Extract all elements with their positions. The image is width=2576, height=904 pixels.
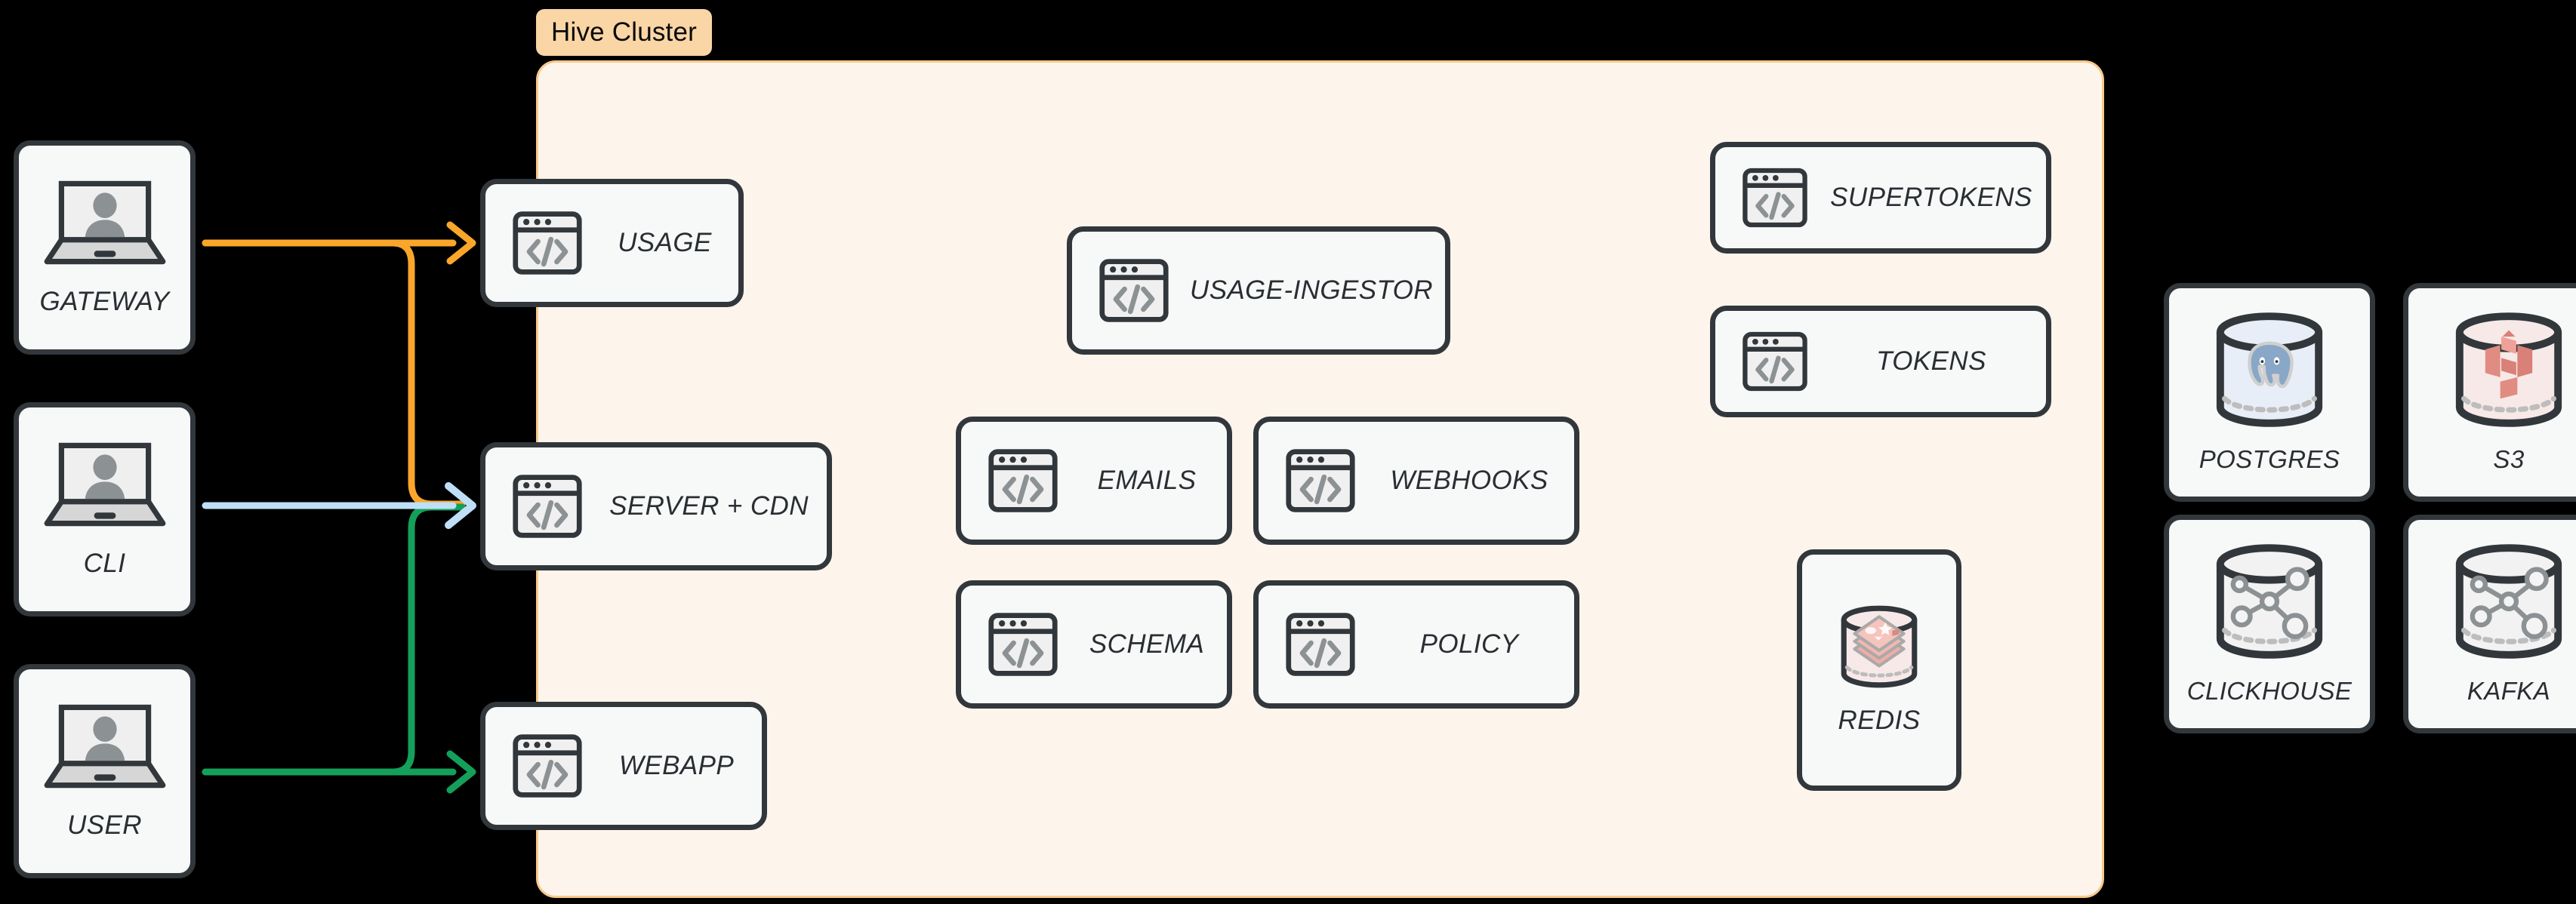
code-window-icon [1741,327,1809,395]
code-window-icon [511,207,584,279]
code-window-icon [513,734,582,798]
node-label: USAGE [618,228,712,257]
node-label: POSTGRES [2199,445,2340,473]
code-window-icon [987,608,1059,681]
store-node-clickhouse[interactable]: CLICKHOUSE [2164,515,2375,733]
hive-cluster-label: Hive Cluster [536,9,713,56]
node-label: SERVER + CDN [609,491,809,521]
service-node-emails[interactable]: EMAILS [956,417,1232,545]
node-label: KAFKA [2467,677,2551,705]
node-label: S3 [2493,445,2525,473]
generic-db-icon [2205,543,2334,660]
laptop-person-icon [44,704,165,789]
node-label: USAGE-INGESTOR [1190,275,1433,305]
store-node-redis[interactable]: REDIS [1797,549,1961,791]
code-window-icon [1742,331,1807,392]
laptop-person-icon [42,178,168,267]
store-node-postgres[interactable]: POSTGRES [2164,283,2375,502]
laptop-person-icon [42,440,168,529]
code-window-icon [1284,608,1357,681]
store-node-kafka[interactable]: KAFKA [2403,515,2576,733]
store-node-s3[interactable]: S3 [2403,283,2576,502]
service-node-supertokens[interactable]: SUPERTOKENS [1710,142,2051,254]
code-window-icon [513,211,582,275]
code-window-icon [1742,168,1807,228]
edge-cli-to-server-cdn [202,482,476,529]
node-label: SUPERTOKENS [1830,183,2032,212]
node-label: TOKENS [1876,346,1986,376]
node-label: EMAILS [1097,466,1197,495]
service-node-server-cdn[interactable]: SERVER + CDN [480,442,832,570]
code-window-icon [513,475,582,538]
node-label: WEBAPP [618,751,735,780]
code-window-icon [511,730,584,802]
node-label: SCHEMA [1089,629,1205,659]
redis-db-icon [1833,604,1925,689]
actor-node-cli[interactable]: CLI [14,402,196,617]
generic-db-icon [2445,543,2573,660]
laptop-person-icon [44,442,165,527]
node-label: CLI [83,549,126,578]
service-node-webapp[interactable]: WEBAPP [480,702,767,830]
service-node-schema[interactable]: SCHEMA [956,580,1232,709]
laptop-person-icon [44,180,165,265]
edge-gateway-to-usage [202,221,476,508]
node-label: GATEWAY [39,287,170,316]
edge-user-to-webapp [202,503,476,794]
code-window-icon [1098,254,1170,327]
code-window-icon [988,613,1058,676]
code-window-icon [987,444,1059,517]
code-window-icon [1286,613,1355,676]
node-label: REDIS [1838,706,1921,735]
code-window-icon [1099,259,1169,322]
service-node-policy[interactable]: POLICY [1253,580,1579,709]
actor-node-gateway[interactable]: GATEWAY [14,140,196,355]
code-window-icon [1741,164,1809,232]
code-window-icon [1284,444,1357,517]
service-node-tokens[interactable]: TOKENS [1710,306,2051,417]
laptop-person-icon [42,702,168,791]
node-label: POLICY [1419,629,1519,659]
code-window-icon [511,470,584,543]
node-label: CLICKHOUSE [2186,677,2353,705]
code-window-icon [988,449,1058,512]
service-node-usage-ingestor[interactable]: USAGE-INGESTOR [1067,226,1450,355]
service-node-webhooks[interactable]: WEBHOOKS [1253,417,1579,545]
node-label: USER [67,810,142,840]
node-label: WEBHOOKS [1390,466,1548,495]
service-node-usage[interactable]: USAGE [480,179,744,307]
postgres-db-icon [2205,311,2334,429]
s3-db-icon [2445,311,2573,429]
code-window-icon [1286,449,1355,512]
actor-node-user[interactable]: USER [14,664,196,878]
